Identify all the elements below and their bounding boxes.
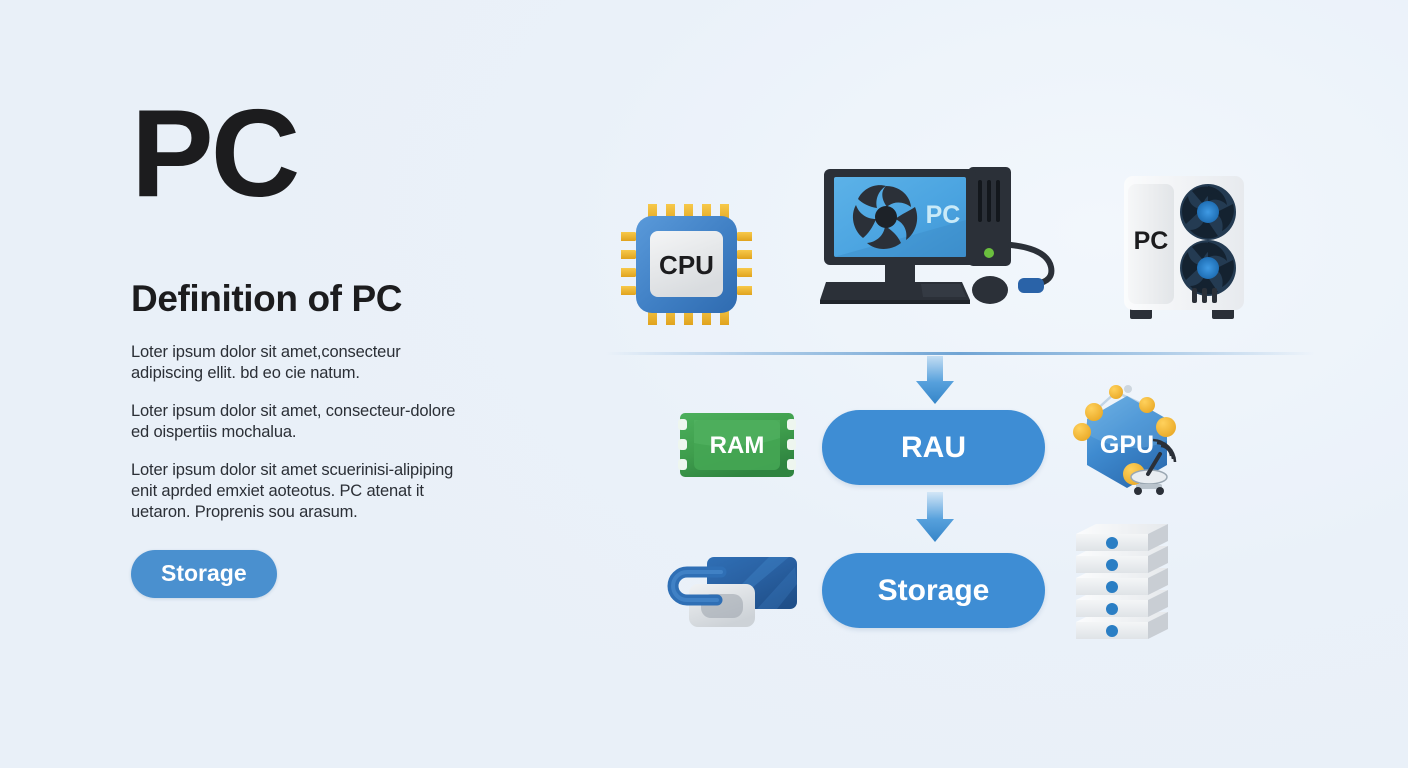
server-units xyxy=(1076,524,1168,639)
cable-connector xyxy=(1018,278,1044,293)
component-diagram: CPU xyxy=(560,0,1408,768)
left-content-column: PC Definition of PC Loter ipsum dolor si… xyxy=(131,85,531,598)
body-paragraph-1: Loter ipsum dolor sit amet,consecteur ad… xyxy=(131,342,401,382)
tower-front-panel xyxy=(1128,184,1174,304)
cpu-chip-icon: CPU xyxy=(618,198,755,331)
body-paragraph-2: Loter ipsum dolor sit amet, consecteur-d… xyxy=(131,402,456,442)
ram-notches xyxy=(678,419,796,470)
desktop-computer-icon: PC xyxy=(818,160,1066,312)
tower-foot-right xyxy=(1212,308,1234,319)
cable xyxy=(1008,242,1055,287)
pc-tower-icon: PC xyxy=(1116,172,1251,327)
pill-rau[interactable]: RAU xyxy=(822,410,1045,485)
satellite-dish-icon xyxy=(1130,438,1177,495)
monitor-screen-label: PC xyxy=(926,201,961,229)
tower-label: PC xyxy=(1134,227,1169,255)
fan-graphic xyxy=(852,185,918,249)
server-stack-icon xyxy=(1070,524,1185,646)
cpu-chip-label: CPU xyxy=(659,250,714,280)
arrow-down-bottom xyxy=(908,492,962,544)
pill-storage[interactable]: Storage xyxy=(822,553,1045,628)
gpu-node-gray xyxy=(1124,385,1132,393)
section-divider xyxy=(605,352,1315,355)
tower-fan-bottom xyxy=(1180,240,1236,296)
monitor-stand xyxy=(885,265,915,282)
ram-label: RAM xyxy=(710,432,765,459)
power-led xyxy=(984,248,994,258)
tower-foot-left xyxy=(1130,308,1152,319)
ram-stick-icon: RAM xyxy=(678,411,796,479)
gpu-icon: GPU xyxy=(1068,385,1186,498)
storage-button[interactable]: Storage xyxy=(131,549,277,598)
body-paragraph-3: Loter ipsum dolor sit amet scuerinisi-al… xyxy=(131,461,454,522)
tower-vents xyxy=(978,180,1000,222)
gpu-label: GPU xyxy=(1100,431,1154,459)
mouse xyxy=(972,276,1008,304)
gpu-hexagon xyxy=(1087,396,1167,488)
tower-vent-slots xyxy=(1192,288,1217,303)
storage-disk-icon xyxy=(665,554,800,629)
tower-fan-top xyxy=(1180,184,1236,240)
hero-title: PC xyxy=(131,85,300,223)
section-heading: Definition of PC xyxy=(131,277,403,319)
arrow-down-top xyxy=(908,356,962,406)
